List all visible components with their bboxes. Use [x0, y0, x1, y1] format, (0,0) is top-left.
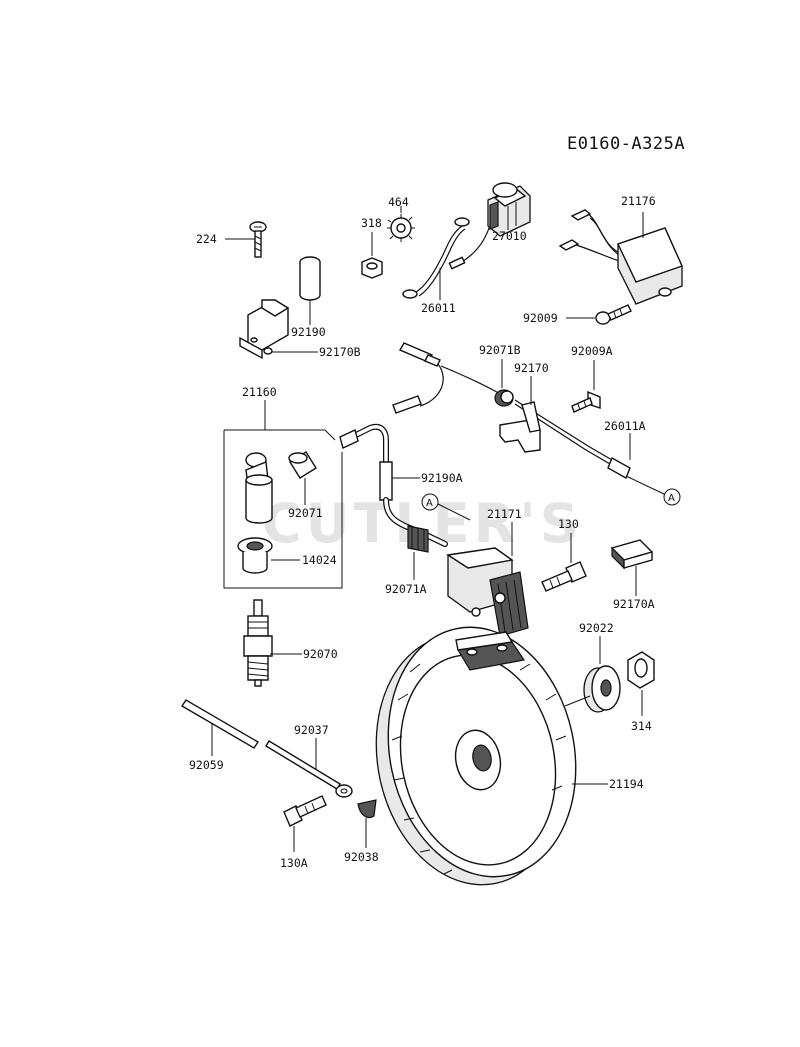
label-92071a: 92071A: [385, 582, 427, 596]
rod-92059[interactable]: [181, 699, 259, 749]
screw-224[interactable]: [249, 221, 267, 258]
label-92037: 92037: [294, 723, 329, 737]
label-92022: 92022: [579, 621, 614, 635]
bolt-130[interactable]: [541, 561, 587, 592]
flywheel-21194[interactable]: [354, 610, 598, 903]
callout-a-left: A: [421, 493, 439, 511]
boot-92071[interactable]: [288, 451, 317, 479]
ignition-coil-21171[interactable]: [446, 547, 529, 637]
label-21176: 21176: [621, 194, 656, 208]
label-92059: 92059: [189, 758, 224, 772]
spacer-92190[interactable]: [299, 256, 321, 301]
label-130a: 130A: [280, 856, 308, 870]
bracket-92170b[interactable]: [239, 299, 290, 360]
washer-464[interactable]: [387, 214, 415, 242]
clamp-92170[interactable]: [499, 401, 541, 453]
label-92170b: 92170B: [319, 345, 361, 359]
label-92038: 92038: [344, 850, 379, 864]
grommet-92071a[interactable]: [407, 525, 429, 553]
label-92009a: 92009A: [571, 344, 613, 358]
label-26011a: 26011A: [604, 419, 646, 433]
clip-92170a[interactable]: [610, 539, 654, 570]
label-14024: 14024: [302, 553, 337, 567]
label-92190a: 92190A: [421, 471, 463, 485]
label-92170a: 92170A: [613, 597, 655, 611]
label-318: 318: [361, 216, 382, 230]
label-92071b: 92071B: [479, 343, 521, 357]
label-314: 314: [631, 719, 652, 733]
switch-27010[interactable]: [448, 182, 531, 270]
nut-318[interactable]: [361, 257, 383, 279]
label-27010: 27010: [492, 229, 527, 243]
label-21194: 21194: [609, 777, 644, 791]
label-464: 464: [388, 195, 409, 209]
module-21176[interactable]: [558, 209, 683, 305]
lead-26011[interactable]: [402, 217, 470, 299]
label-130: 130: [558, 517, 579, 531]
plug-cap-assembly[interactable]: [237, 452, 273, 574]
wire-assembly-upper[interactable]: [392, 342, 631, 479]
label-92070: 92070: [303, 647, 338, 661]
svg-text:A: A: [426, 498, 433, 509]
ignition-cable[interactable]: [339, 423, 448, 547]
svg-text:A: A: [668, 493, 675, 504]
washer-92022[interactable]: [583, 665, 621, 713]
key-92038[interactable]: [357, 799, 377, 819]
label-92190: 92190: [291, 325, 326, 339]
screw-92009[interactable]: [595, 304, 632, 325]
label-92071: 92071: [288, 506, 323, 520]
screw-92009a[interactable]: [571, 390, 601, 413]
label-21171: 21171: [487, 507, 522, 521]
callout-a-right: A: [663, 488, 681, 506]
label-92009: 92009: [523, 311, 558, 325]
label-92170: 92170: [514, 361, 549, 375]
bolt-130a[interactable]: [283, 795, 327, 827]
spark-plug-92070[interactable]: [243, 599, 273, 687]
label-26011: 26011: [421, 301, 456, 315]
diagram-code: E0160-A325A: [567, 134, 685, 154]
rod-92037[interactable]: [265, 740, 353, 798]
label-21160: 21160: [242, 385, 277, 399]
label-224: 224: [196, 232, 217, 246]
nut-314[interactable]: [627, 651, 655, 689]
